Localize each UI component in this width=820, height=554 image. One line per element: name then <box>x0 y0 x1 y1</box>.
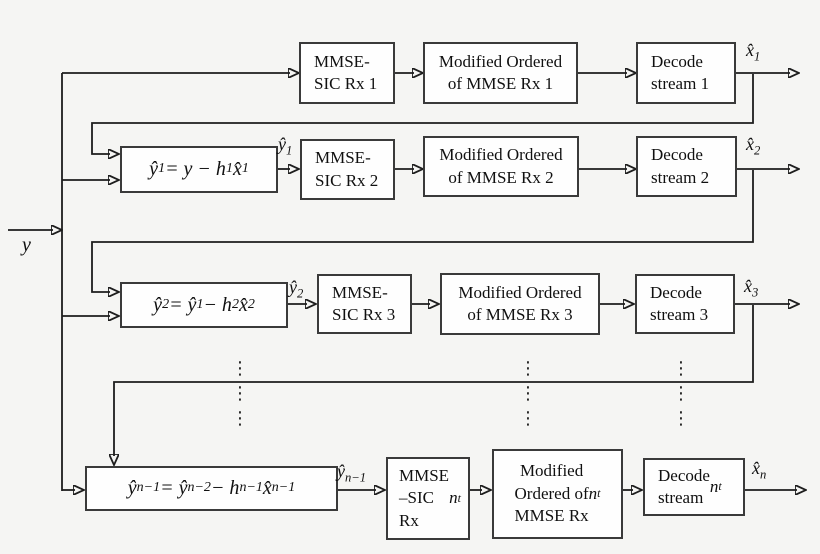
label-yhat2: ŷ2 <box>289 277 304 301</box>
label-yhat1: ŷ1 <box>278 134 293 158</box>
ellipsis-column-1: ⋮⋮⋮ <box>231 358 249 429</box>
label-xhat2: x̂2 <box>746 134 761 158</box>
input-signal-label: y <box>22 234 31 256</box>
box-mmse-sic-rx3: MMSE-SIC Rx 3 <box>317 274 412 334</box>
box-mmse-sic-rx1: MMSE-SIC Rx 1 <box>299 42 395 104</box>
wire-feedback-1 <box>91 74 754 154</box>
label-xhat3: x̂3 <box>744 276 759 300</box>
label-xhat-n: x̂n <box>752 458 767 482</box>
ellipsis-column-2: ⋮⋮⋮ <box>519 358 537 429</box>
label-yhat-n-1: ŷn−1 <box>337 461 367 485</box>
ellipsis-column-3: ⋮⋮⋮ <box>672 358 690 429</box>
label-xhat1: x̂1 <box>746 40 761 64</box>
wire-feedback-3 <box>114 305 754 456</box>
box-mmse-sic-rx2: MMSE-SIC Rx 2 <box>300 139 395 200</box>
wire-feedback-2 <box>91 170 754 292</box>
